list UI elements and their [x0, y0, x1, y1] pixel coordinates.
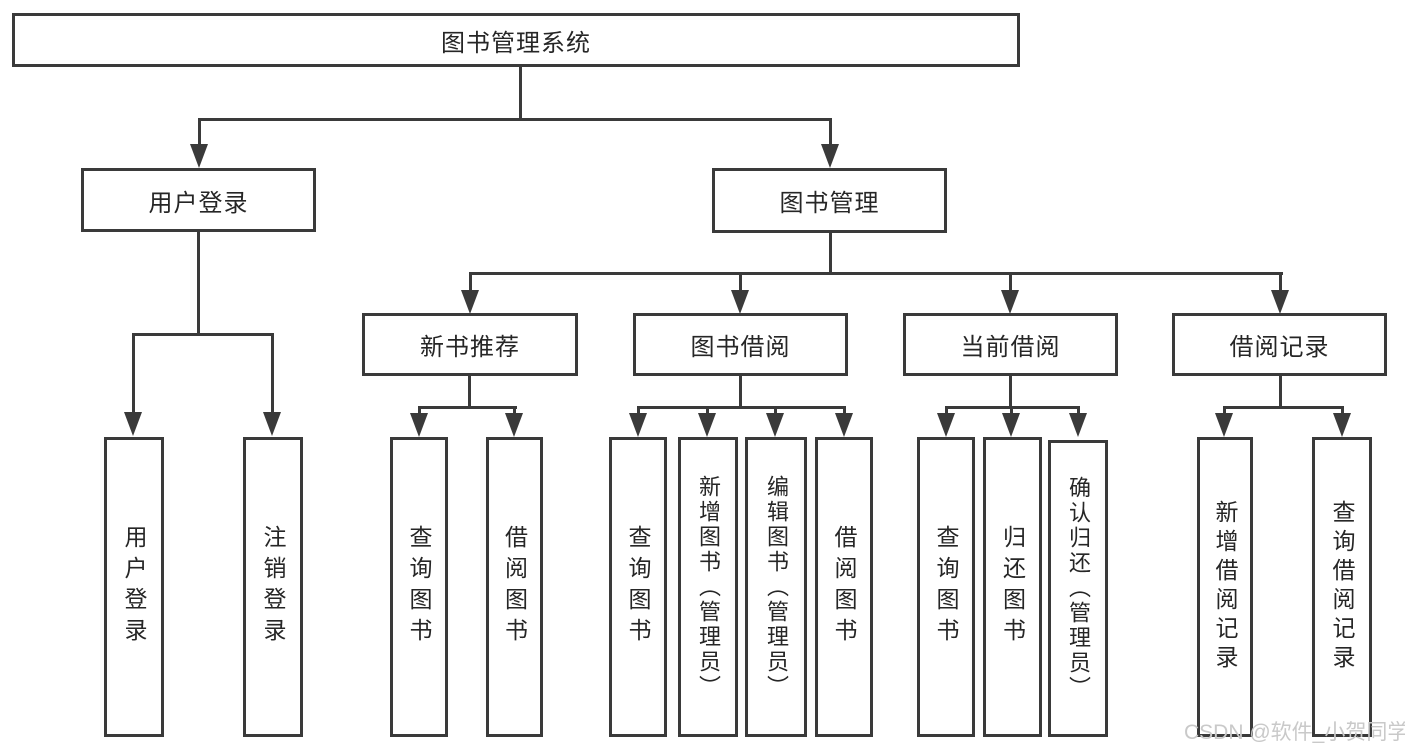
arrow-cb-l1	[937, 413, 955, 437]
leaf-user-login: 用户登录	[104, 437, 164, 737]
connector-bm-stem	[829, 232, 832, 275]
connector-bb-l4	[843, 406, 846, 415]
node-book-borrow: 图书借阅	[633, 313, 848, 376]
leaf-query-books-current: 查询图书	[917, 437, 975, 737]
leaf-borrow-books-recommend: 借阅图书	[486, 437, 543, 737]
connector-br-stem	[1279, 374, 1282, 408]
arrow-to-book-management	[821, 144, 839, 168]
arrow-nb-l2	[505, 413, 523, 437]
node-user-login: 用户登录	[81, 168, 316, 232]
arrow-nb-l1	[410, 413, 428, 437]
connector-to-current-borrow	[1009, 272, 1012, 294]
csdn-watermark: CSDN @软件_小贺同学	[1184, 721, 1405, 744]
connector-bb-l1	[637, 406, 640, 415]
arrow-bb-l4	[835, 413, 853, 437]
connector-bb-l3	[774, 406, 777, 415]
arrow-br-l2	[1333, 413, 1351, 437]
node-borrow-records: 借阅记录	[1172, 313, 1387, 376]
arrow-cb-l2	[1002, 413, 1020, 437]
leaf-add-books-admin: 新增图书（管理员）	[678, 437, 738, 737]
leaf-query-books-recommend: 查询图书	[390, 437, 448, 737]
node-root: 图书管理系统	[12, 13, 1020, 67]
node-new-book-recommend: 新书推荐	[362, 313, 578, 376]
arrow-cb-l3	[1069, 413, 1087, 437]
arrow-to-leaf-logout	[263, 412, 281, 436]
arrow-br-l1	[1215, 413, 1233, 437]
connector-to-borrow-records	[1279, 272, 1282, 294]
connector-to-book-management	[829, 118, 832, 146]
connector-nb-l2	[513, 406, 516, 415]
connector-root-stem	[519, 66, 522, 120]
connector-br-branch	[1223, 406, 1344, 409]
node-current-borrow: 当前借阅	[903, 313, 1118, 376]
leaf-borrow-books: 借阅图书	[815, 437, 873, 737]
arrow-bb-l1	[629, 413, 647, 437]
connector-to-leaf-login	[132, 333, 135, 413]
connector-cb-l3	[1077, 406, 1080, 415]
arrow-to-user-login	[190, 144, 208, 168]
leaf-logout: 注销登录	[243, 437, 303, 737]
connector-root-branch	[198, 118, 832, 121]
connector-bb-branch	[637, 406, 846, 409]
arrow-to-leaf-login	[124, 412, 142, 436]
arrow-to-borrow-records	[1271, 290, 1289, 314]
leaf-query-borrow-record: 查询借阅记录	[1312, 437, 1372, 737]
arrow-bb-l2	[698, 413, 716, 437]
connector-bb-stem	[739, 376, 742, 408]
connector-to-leaf-logout	[271, 333, 274, 413]
connector-nb-l1	[418, 406, 421, 415]
leaf-query-books-borrow: 查询图书	[609, 437, 667, 737]
connector-to-new-book	[469, 272, 472, 294]
connector-to-book-borrow	[739, 272, 742, 294]
arrow-bb-l3	[766, 413, 784, 437]
node-book-management: 图书管理	[712, 168, 947, 233]
leaf-edit-books-admin: 编辑图书（管理员）	[745, 437, 807, 737]
connector-nb-stem	[468, 375, 471, 408]
connector-bm-branch	[469, 272, 1283, 275]
arrow-to-book-borrow	[731, 290, 749, 314]
connector-cb-l1	[945, 406, 948, 415]
leaf-add-borrow-record: 新增借阅记录	[1197, 437, 1253, 737]
arrow-to-current-borrow	[1001, 290, 1019, 314]
connector-br-l1	[1223, 406, 1226, 415]
connector-cb-l2	[1010, 406, 1013, 415]
connector-ul-stem	[197, 231, 200, 335]
connector-ul-branch	[132, 333, 274, 336]
connector-bb-l2	[706, 406, 709, 415]
leaf-return-books: 归还图书	[983, 437, 1042, 737]
leaf-confirm-return-admin: 确认归还（管理员）	[1048, 440, 1108, 737]
connector-cb-stem	[1009, 376, 1012, 408]
arrow-to-new-book	[461, 290, 479, 314]
connector-br-l2	[1341, 406, 1344, 415]
connector-nb-branch	[418, 406, 517, 409]
connector-to-user-login	[198, 118, 201, 146]
